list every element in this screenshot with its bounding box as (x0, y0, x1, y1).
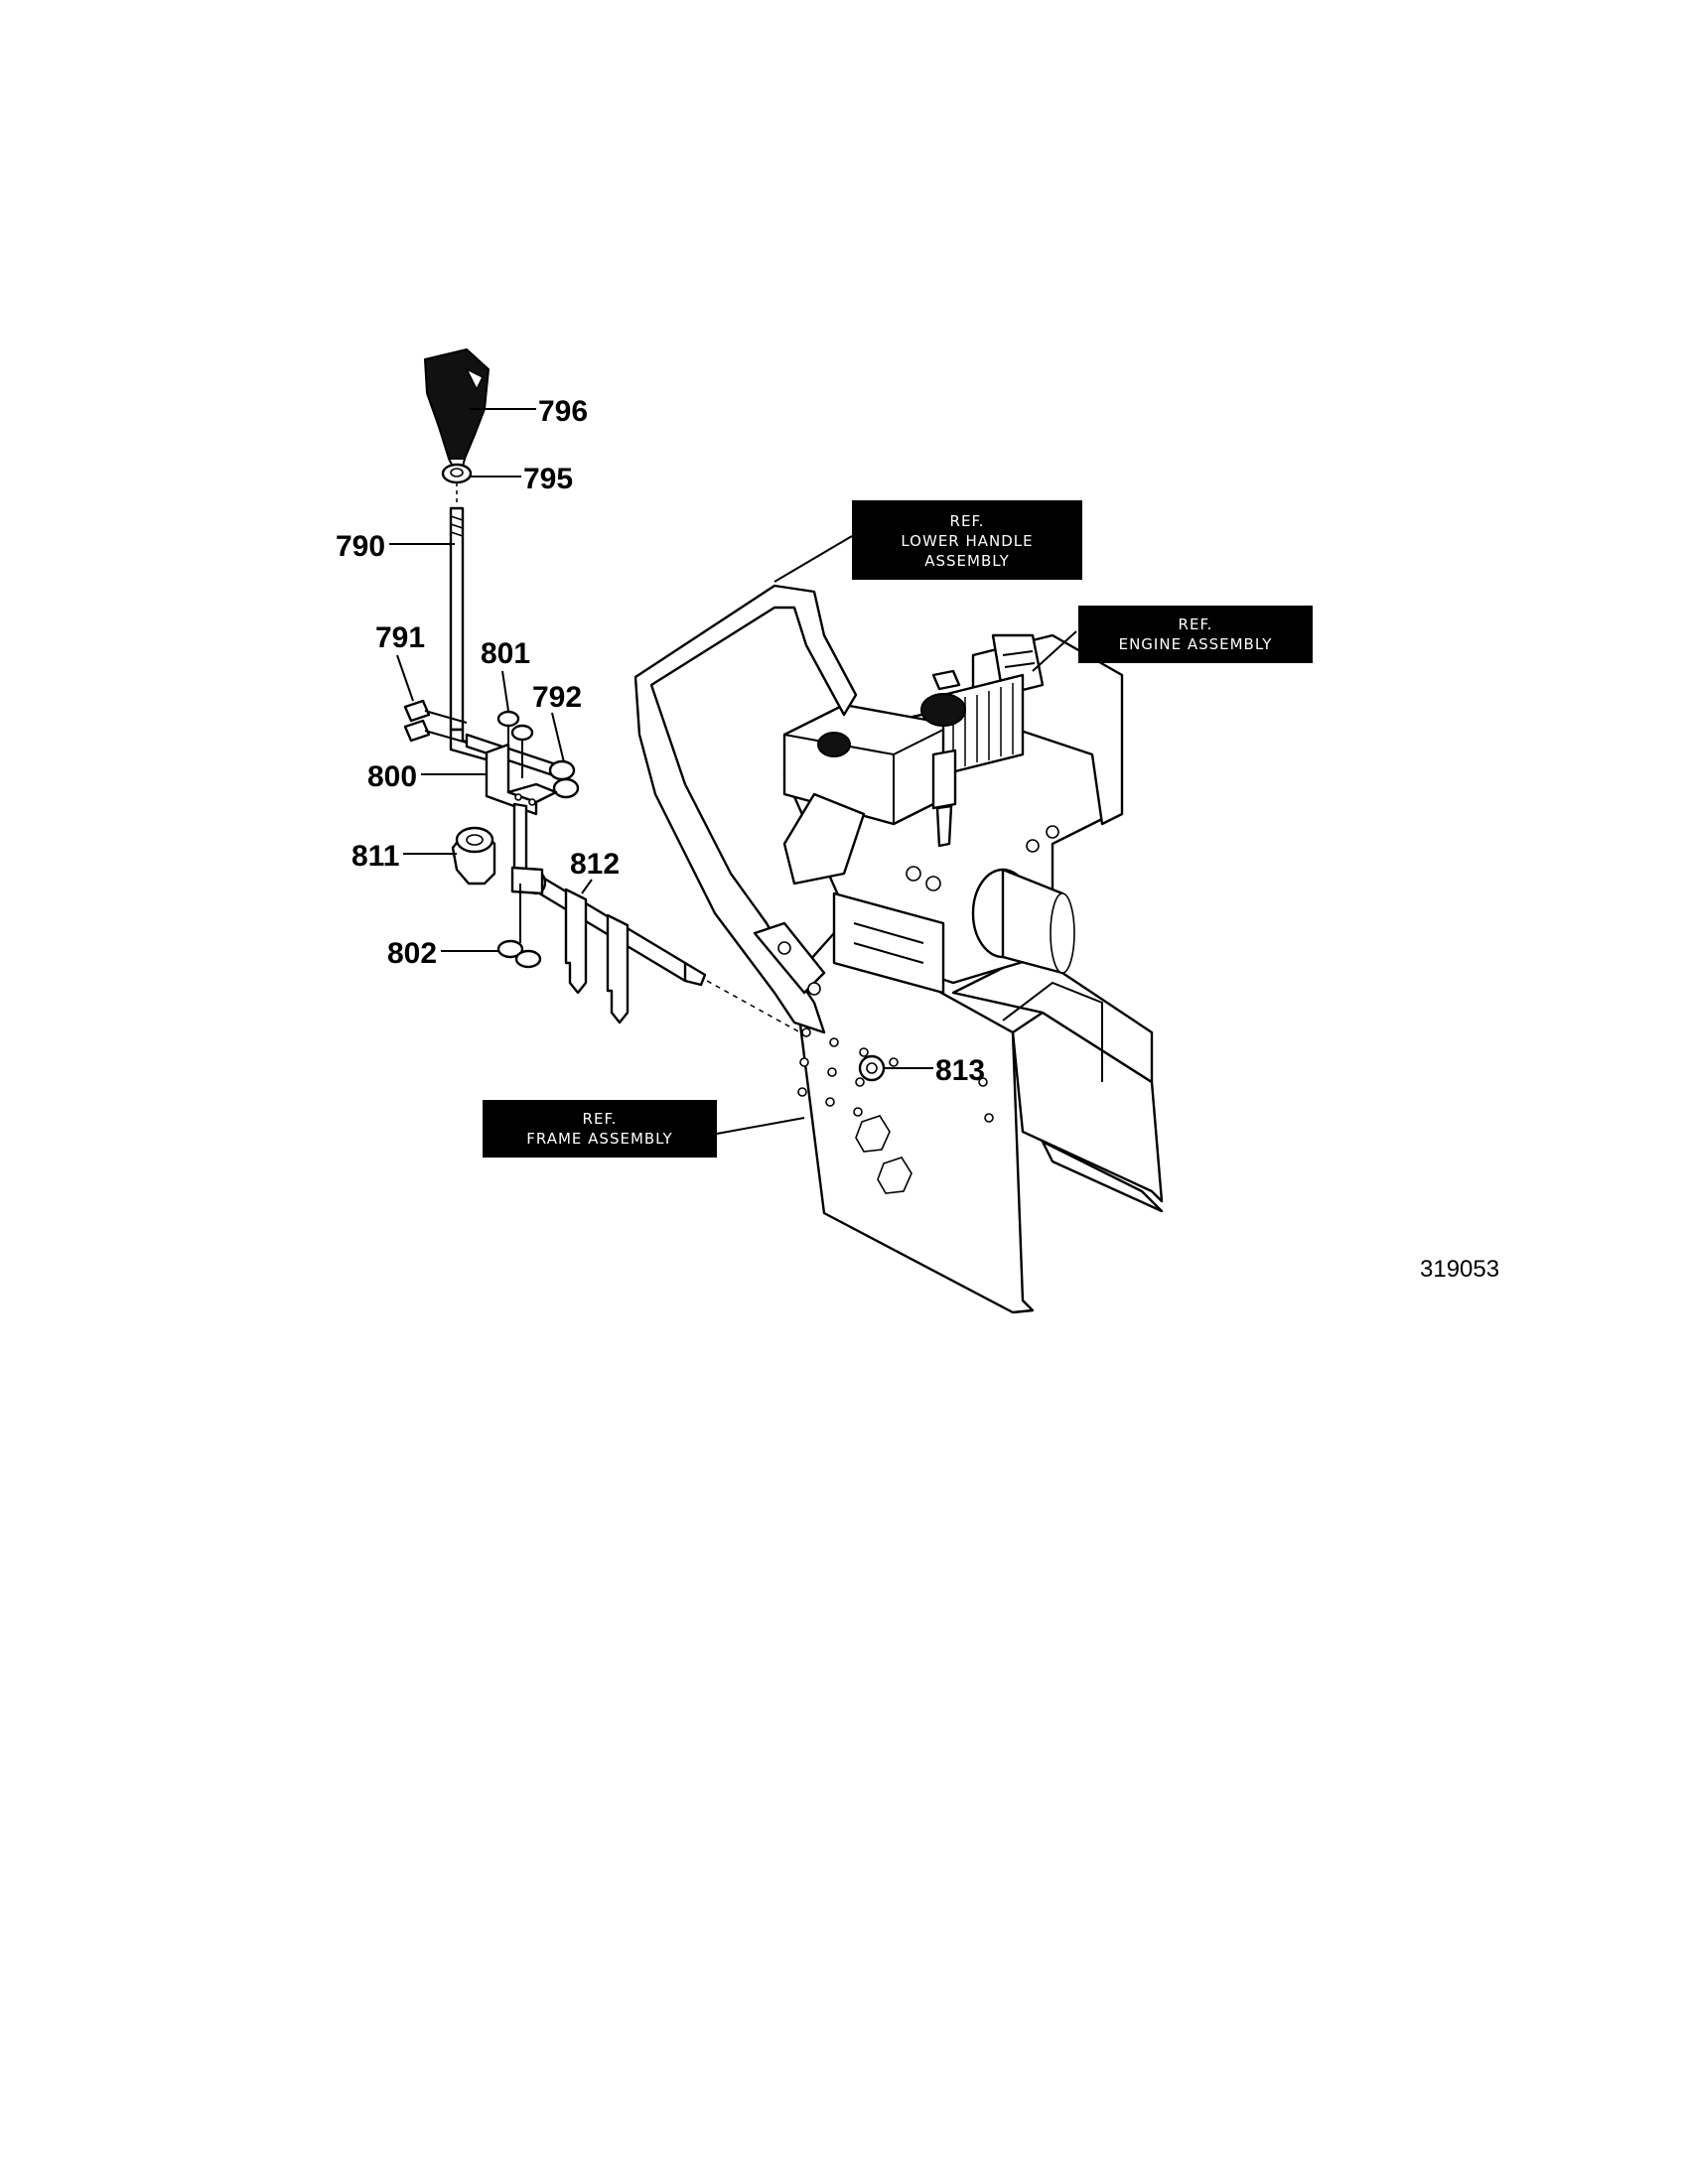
frame-nut-part (858, 1054, 886, 1082)
svg-text:FRAME ASSEMBLY: FRAME ASSEMBLY (526, 1130, 672, 1148)
callout-795: 795 (523, 463, 573, 495)
ref-frame-box: REF. FRAME ASSEMBLY (483, 1100, 717, 1158)
drawing-number: 319053 (1420, 1256, 1499, 1283)
ref-lower-handle-box: REF. LOWER HANDLE ASSEMBLY (852, 500, 1082, 580)
svg-text:ASSEMBLY: ASSEMBLY (924, 552, 1010, 570)
callout-790: 790 (336, 530, 385, 563)
callout-labels: 796 795 790 791 801 792 800 811 812 802 … (336, 395, 985, 1087)
callout-800: 800 (367, 760, 417, 793)
shoulder-bolts-part (496, 710, 534, 778)
callout-802: 802 (387, 937, 437, 970)
callout-791: 791 (375, 621, 425, 654)
shift-rod-part (449, 506, 504, 764)
shift-lever-assembly (403, 347, 855, 1063)
svg-text:ENGINE ASSEMBLY: ENGINE ASSEMBLY (1119, 635, 1273, 653)
callout-813: 813 (935, 1054, 985, 1087)
svg-text:REF.: REF. (1179, 615, 1213, 633)
shift-shaft-part (510, 866, 707, 1024)
callout-812: 812 (570, 848, 620, 881)
shift-knob-part (423, 347, 491, 460)
hex-nut-part (441, 463, 473, 484)
svg-text:LOWER HANDLE: LOWER HANDLE (901, 532, 1033, 550)
svg-text:REF.: REF. (583, 1110, 618, 1128)
lock-nuts-part (496, 939, 542, 969)
leader-lines (389, 408, 1077, 1135)
callout-792: 792 (532, 681, 582, 714)
svg-text:REF.: REF. (950, 512, 985, 530)
bolts-part (403, 699, 468, 744)
callout-801: 801 (481, 637, 530, 670)
bushing-part (451, 826, 496, 886)
engine-part (782, 633, 1124, 995)
callout-796: 796 (538, 395, 588, 428)
frame-holes (797, 1027, 994, 1194)
bracket-part (485, 743, 558, 816)
machine-assembly (633, 584, 1164, 1314)
lower-handle-part (633, 584, 858, 1034)
ref-engine-box: REF. ENGINE ASSEMBLY (1078, 606, 1313, 663)
callout-811: 811 (351, 840, 399, 873)
